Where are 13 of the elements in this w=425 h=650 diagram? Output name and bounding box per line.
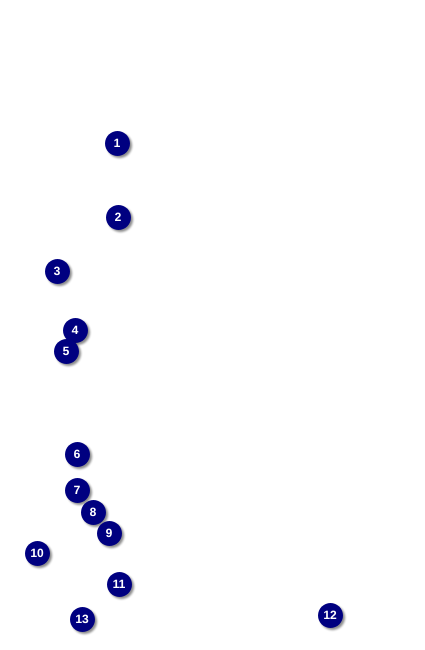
callout-number: 2 <box>106 204 130 230</box>
callout-number: 12 <box>318 602 342 628</box>
callout-number: 13 <box>70 606 94 632</box>
callout-number: 10 <box>24 540 50 566</box>
callout-number: 5 <box>54 338 78 364</box>
callout-number: 11 <box>106 572 132 596</box>
callout-number: 4 <box>62 318 88 342</box>
callout-number: 7 <box>64 478 90 502</box>
callout-number: 8 <box>80 500 106 524</box>
callout-number: 3 <box>44 258 70 284</box>
callout-number: 9 <box>96 520 122 546</box>
callout-number: 1 <box>104 130 130 156</box>
callout-number: 6 <box>64 442 90 466</box>
